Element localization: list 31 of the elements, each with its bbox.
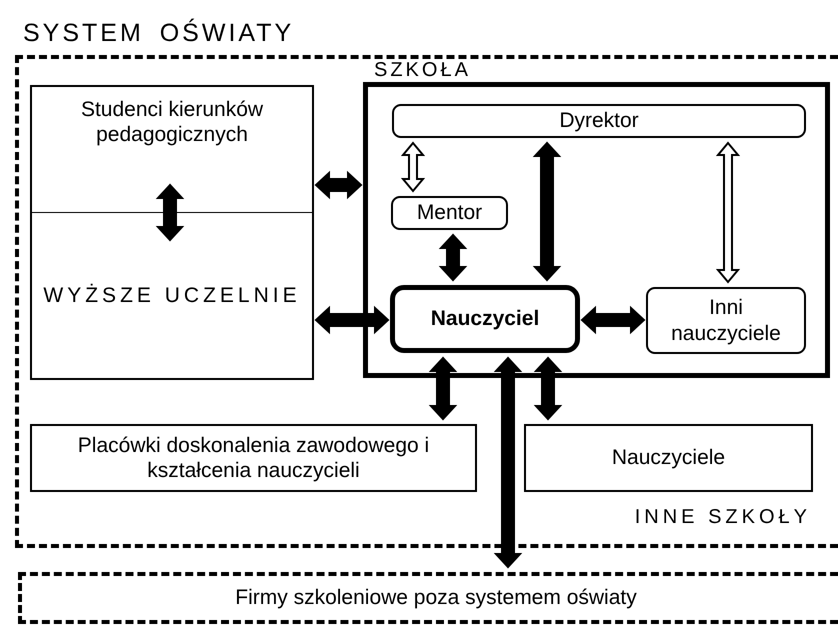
rounded-box — [646, 287, 806, 354]
rounded-box — [391, 196, 508, 230]
group-heading: SYSTEM OŚWIATY — [23, 19, 294, 48]
dashed-group-box — [18, 572, 838, 624]
rounded-box — [392, 104, 806, 138]
double-arrow — [156, 184, 184, 242]
double-arrow — [314, 170, 362, 200]
double-arrow — [400, 141, 426, 193]
node-label: Nauczyciele — [610, 445, 726, 471]
double-arrow — [494, 356, 522, 568]
double-arrow — [532, 142, 562, 282]
node-label: WYŻSZE UCZELNIE — [42, 282, 302, 308]
section-box — [30, 212, 314, 380]
node-label: Placówki doskonalenia zawodowego i kształcenia nauczycieli — [76, 432, 430, 484]
node-label: Inni nauczyciele — [670, 295, 782, 346]
process-box — [30, 424, 477, 492]
double-arrow — [580, 306, 646, 334]
double-arrow — [716, 141, 740, 284]
node-label: Mentor — [416, 200, 484, 226]
rounded-box — [390, 285, 580, 353]
node-label: Studenci kierunków pedagogicznych — [80, 97, 264, 148]
double-arrow — [438, 234, 468, 282]
double-arrow — [314, 306, 390, 334]
node-label: Nauczyciel — [430, 306, 540, 332]
section-box — [30, 85, 314, 213]
group-caption: INNE SZKOŁY — [634, 506, 811, 529]
double-arrow — [534, 356, 562, 420]
double-arrow — [428, 356, 458, 420]
group-heading: SZKOŁA — [374, 59, 471, 82]
node-label: Dyrektor — [558, 108, 640, 134]
node-label: Firmy szkoleniowe poza systemem oświaty — [234, 585, 638, 611]
